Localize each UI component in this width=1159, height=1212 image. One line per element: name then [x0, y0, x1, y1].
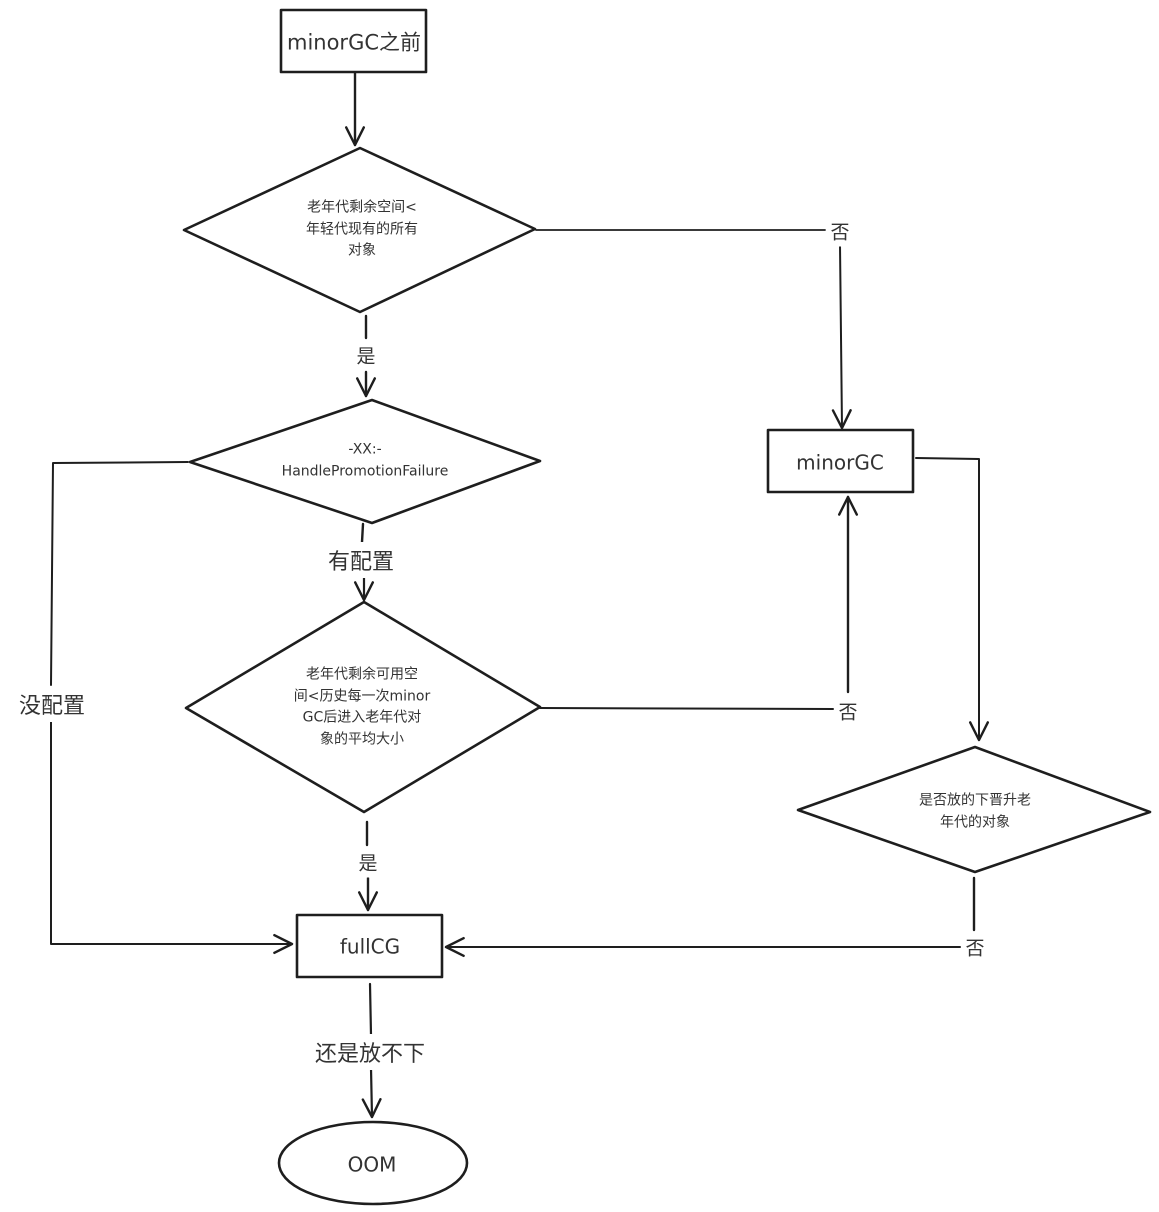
edge-label-no-3: 否	[964, 931, 986, 963]
edge-avg-size-no-horizontal	[539, 707, 834, 710]
node-cond-old-space-label: 老年代剩余空间< 年轻代现有的所有 对象	[306, 199, 418, 259]
node-full-gc-label: fullCG	[339, 934, 401, 959]
node-cond-avg-size-label: 老年代剩余可用空 间<历史每一次minor GC后进入老年代对 象的平均大小	[293, 666, 431, 748]
edge-label-no-1: 否	[829, 215, 851, 247]
edge-label-still-not-fit: 还是放不下	[313, 1034, 427, 1070]
node-cond-fit-promoted-label: 是否放的下晋升老 年代的对象	[919, 792, 1031, 830]
node-cond-old-space-diamond	[182, 146, 537, 314]
node-start-label: minorGC之前	[286, 30, 422, 55]
edge-label-yes-2: 是	[357, 846, 379, 878]
node-cond-fit-promoted-diamond	[796, 745, 1152, 874]
edge-handle-not-configured-lower	[50, 721, 294, 955]
edge-handle-not-configured	[50, 461, 189, 686]
edge-label-configured: 有配置	[326, 542, 396, 578]
node-start-box	[279, 8, 428, 74]
node-minor-gc-box	[766, 428, 915, 494]
node-oom-label: OOM	[347, 1152, 397, 1177]
edge-handle-configured-upper	[360, 522, 365, 544]
node-full-gc-box	[295, 913, 444, 979]
edge-label-not-configured: 没配置	[17, 686, 87, 722]
node-cond-handle-promotion-diamond	[188, 398, 542, 525]
node-minor-gc-label: minorGC	[796, 450, 884, 475]
edge-minor-gc-to-fit	[915, 457, 990, 742]
edge-label-yes-1: 是	[355, 339, 377, 371]
edge-old-space-no-vertical	[831, 244, 852, 430]
node-oom-ellipse	[277, 1120, 469, 1206]
node-cond-handle-promotion-label: -XX:- HandlePromotionFailure	[281, 441, 449, 479]
node-cond-avg-size-diamond	[184, 600, 542, 814]
edge-label-no-2: 否	[837, 695, 859, 727]
edge-full-gc-to-oom-lower	[361, 1066, 382, 1119]
edge-full-gc-to-oom-upper	[368, 982, 373, 1037]
